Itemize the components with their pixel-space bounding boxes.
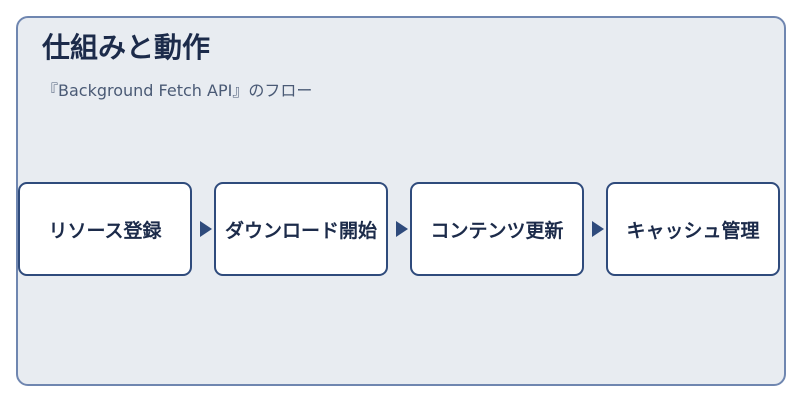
arrow-right-icon <box>592 221 604 237</box>
diagram-panel: 仕組みと動作 『Background Fetch API』のフロー リソース登録… <box>16 16 786 386</box>
page-title: 仕組みと動作 <box>42 31 211 64</box>
flow-step-cache-management: キャッシュ管理 <box>606 182 780 276</box>
arrow-right-icon <box>396 221 408 237</box>
flow-step-content-update: コンテンツ更新 <box>410 182 584 276</box>
flow-step-resource-registration: リソース登録 <box>18 182 192 276</box>
flow-step-download-start: ダウンロード開始 <box>214 182 388 276</box>
arrow-right-icon <box>200 221 212 237</box>
page-subtitle: 『Background Fetch API』のフロー <box>42 81 313 100</box>
